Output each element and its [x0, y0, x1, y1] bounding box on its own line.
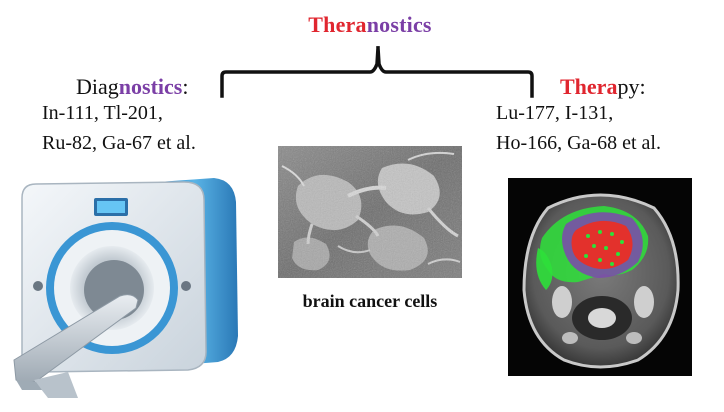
cell-micrograph-image — [278, 146, 462, 278]
therapy-isotopes-line1: Lu-177, I-131, — [496, 102, 614, 124]
diagnostics-heading-start: Diag — [76, 74, 119, 99]
diagnostics-heading-emph: nostics — [118, 74, 183, 99]
ct-head-scan-icon — [508, 178, 692, 376]
title-nostics: nostics — [366, 12, 432, 37]
diagram-title: Theranostics — [0, 12, 724, 38]
therapy-heading-emph: Thera — [560, 74, 618, 99]
title-thera: Thera — [308, 12, 367, 37]
therapy-isotopes-line2: Ho-166, Ga-68 et al. — [496, 132, 661, 154]
diagnostics-isotopes-line1: In-111, Tl-201, — [42, 102, 163, 124]
diagnostics-isotopes-line2: Ru-82, Ga-67 et al. — [42, 132, 196, 154]
pet-ct-scanner-icon — [13, 178, 238, 398]
micrograph-caption: brain cancer cells — [302, 291, 438, 311]
diagnostics-heading-colon: : — [182, 74, 189, 99]
therapy-heading: Therapy: — [560, 74, 646, 100]
diagnostics-heading: Diagnostics: — [76, 74, 188, 100]
therapy-heading-end: py: — [617, 74, 646, 99]
